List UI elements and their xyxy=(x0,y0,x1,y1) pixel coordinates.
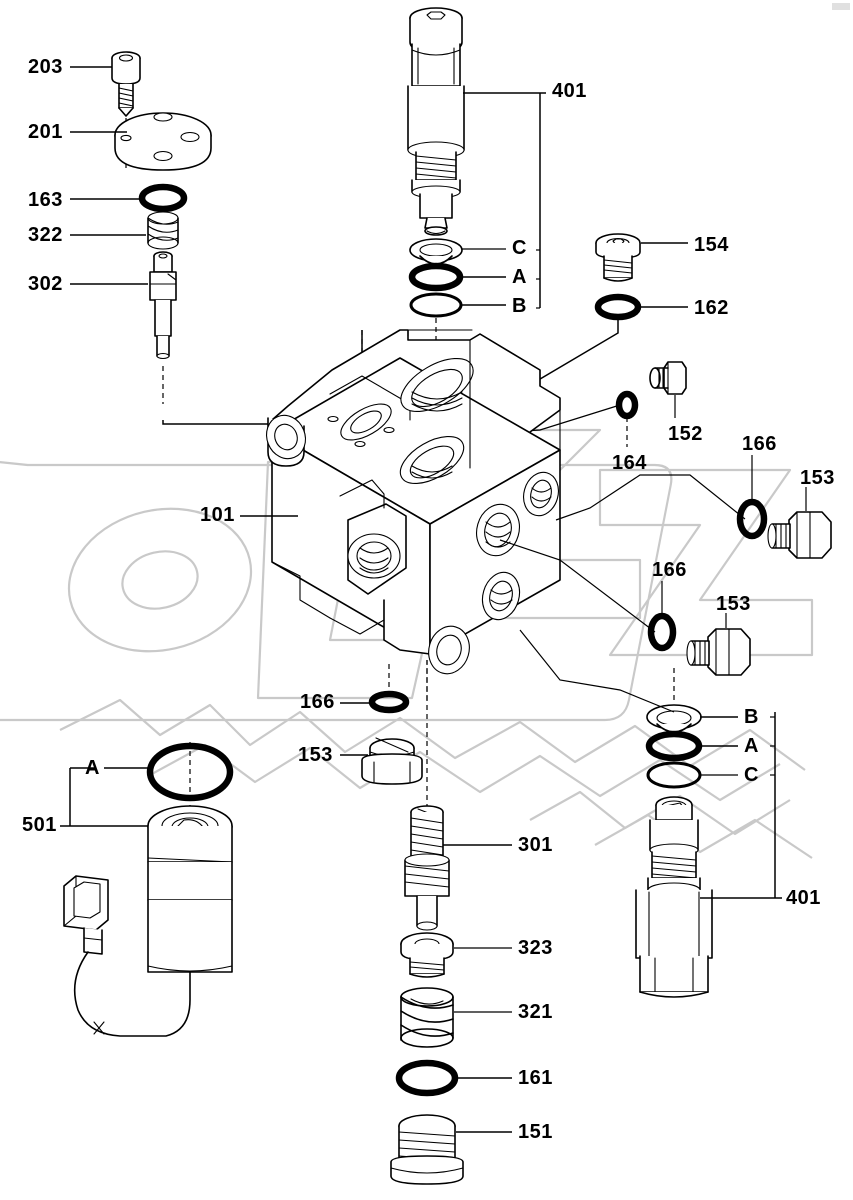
callout-322: 322 xyxy=(28,224,63,246)
part-166-upper-right-o-ring xyxy=(736,498,768,540)
part-322-spring xyxy=(147,211,179,250)
callout-201: 201 xyxy=(28,121,63,143)
callout-153-upper-right: 153 xyxy=(800,467,835,489)
callout-401-bottom: 401 xyxy=(786,887,821,909)
part-302-spool xyxy=(149,251,177,360)
callout-203: 203 xyxy=(28,56,63,78)
leader-166-upper-to-body xyxy=(555,474,746,521)
part-203-screw xyxy=(111,51,141,117)
part-C-bottom-backup-ring xyxy=(646,761,702,789)
callout-152: 152 xyxy=(668,423,703,445)
part-321-spring xyxy=(400,987,454,1048)
part-501-solenoid-coil xyxy=(63,805,233,1037)
callout-321: 321 xyxy=(518,1001,553,1023)
callout-163: 163 xyxy=(28,189,63,211)
callout-166-lower-right: 166 xyxy=(652,559,687,581)
part-154-plug xyxy=(595,233,641,282)
part-163-o-ring xyxy=(138,183,188,213)
part-323-spring-seat xyxy=(400,932,454,978)
callout-101: 101 xyxy=(200,504,235,526)
callout-A-solenoid: A xyxy=(85,757,100,779)
callout-302: 302 xyxy=(28,273,63,295)
part-B-bottom-backup-ring xyxy=(646,704,702,733)
callout-301: 301 xyxy=(518,834,553,856)
part-152-plug xyxy=(649,361,687,395)
part-B-top-backup-ring xyxy=(409,292,463,318)
part-101-valve-body xyxy=(266,329,561,675)
callout-166-upper-right: 166 xyxy=(742,433,777,455)
callout-162: 162 xyxy=(694,297,729,319)
callout-C-top: C xyxy=(512,237,527,259)
part-153-upper-right-plug xyxy=(767,511,832,559)
callout-154: 154 xyxy=(694,234,729,256)
callout-501: 501 xyxy=(22,814,57,836)
part-153-bottom-plug xyxy=(361,737,423,785)
leader-166-lower-to-body xyxy=(499,539,656,633)
callout-151: 151 xyxy=(518,1121,553,1143)
callout-401-top: 401 xyxy=(552,80,587,102)
leader-bottom-401-to-body xyxy=(519,629,675,713)
callout-153-bottom: 153 xyxy=(298,744,333,766)
part-166-bottom-o-ring xyxy=(368,690,410,714)
part-162-o-ring xyxy=(594,293,642,321)
part-164-o-ring xyxy=(615,390,639,420)
part-153-lower-right-plug xyxy=(686,628,751,676)
part-161-o-ring xyxy=(395,1059,459,1097)
callout-A-top: A xyxy=(512,266,527,288)
callout-B-top: B xyxy=(512,295,527,317)
part-201-cover-plate xyxy=(114,112,212,171)
part-C-top-backup-ring xyxy=(409,238,463,265)
part-A-top-o-ring xyxy=(408,262,464,292)
callout-B-bottom: B xyxy=(744,706,759,728)
callout-164: 164 xyxy=(612,452,647,474)
callout-153-lower-right: 153 xyxy=(716,593,751,615)
callout-C-bottom: C xyxy=(744,764,759,786)
part-401-bottom-relief-valve xyxy=(635,796,775,998)
callout-323: 323 xyxy=(518,937,553,959)
part-401-top-relief-valve xyxy=(407,7,465,236)
part-301-set-screw xyxy=(404,805,450,931)
callout-A-bottom: A xyxy=(744,735,759,757)
part-151-plug xyxy=(390,1114,464,1185)
callout-166-bottom: 166 xyxy=(300,691,335,713)
callout-161: 161 xyxy=(518,1067,553,1089)
corner-artifact-mark xyxy=(832,3,850,10)
